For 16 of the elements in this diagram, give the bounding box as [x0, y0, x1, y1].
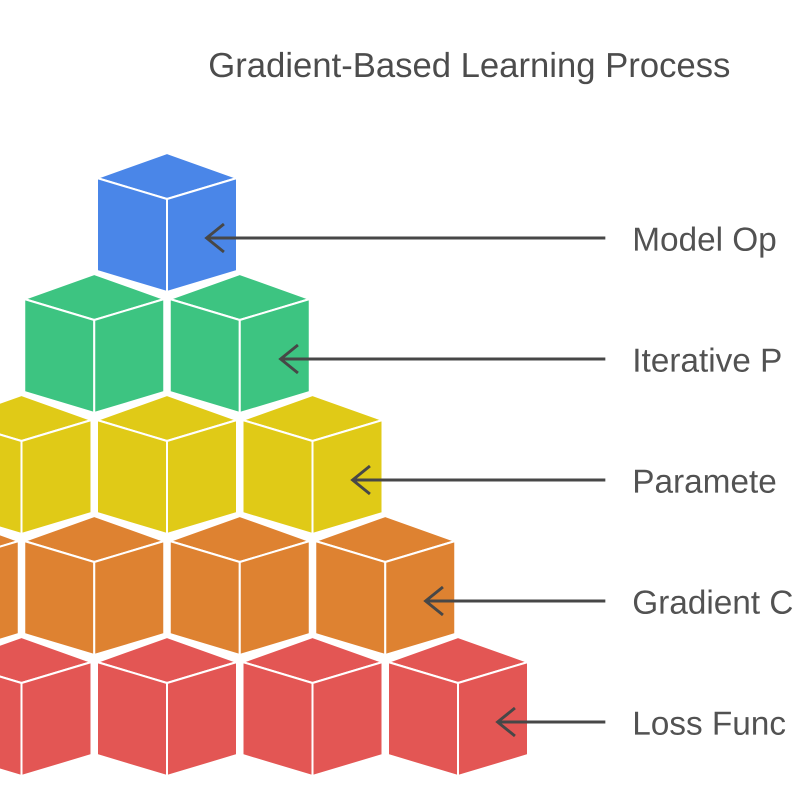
step-label: Iterative P: [635, 348, 781, 372]
arrow: [495, 706, 606, 738]
arrow: [350, 464, 606, 496]
arrow: [278, 344, 606, 374]
cube-stack: [96, 152, 238, 293]
step-label: Loss Func: [635, 712, 786, 735]
title: Gradient-Based Learning Process: [210, 52, 730, 84]
cube-stack: [0, 636, 529, 777]
cube-stack: [0, 394, 384, 535]
cube-stack: [23, 273, 311, 414]
step-label: Model Op: [635, 226, 776, 258]
step-label: Paramete: [635, 470, 776, 493]
cube-stack: [0, 515, 456, 656]
arrow: [423, 586, 606, 616]
arrow: [204, 222, 606, 254]
step-label: Gradient C: [634, 590, 792, 614]
